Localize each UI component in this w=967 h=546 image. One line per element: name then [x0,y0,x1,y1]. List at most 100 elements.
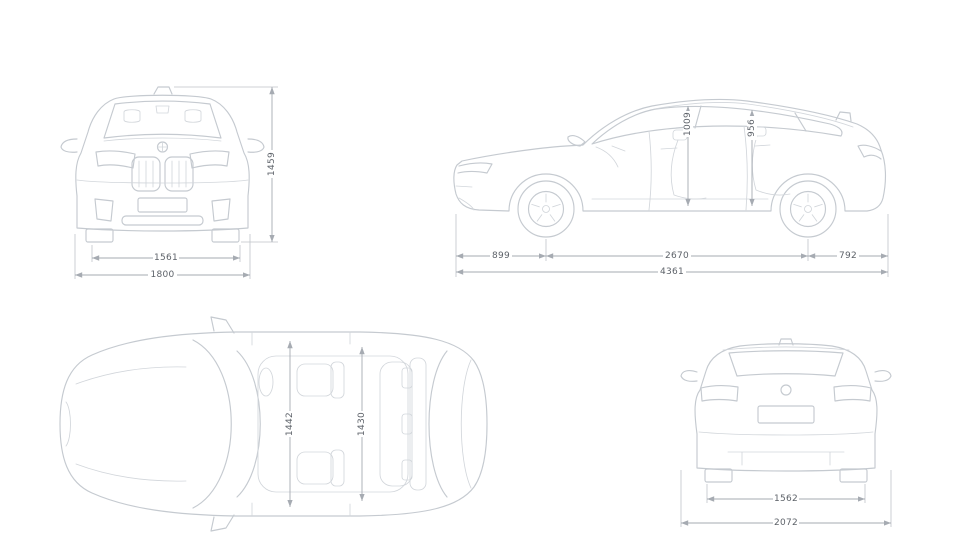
bmw-roundel-front-cross [157,141,168,153]
dim-front-height: 1459 [174,86,278,243]
rear-mirror-right [874,370,892,382]
front-bumper-crease [76,179,249,184]
dim-front-interior-width: 1442 [285,341,295,507]
roof-inner-line [653,102,854,128]
dim-label-rear-track: 1562 [774,494,798,504]
hood-contours [65,366,187,482]
dim-label-front-height: 1459 [267,152,277,176]
side-mirror [567,135,586,147]
front-bumper-detail [455,185,475,211]
windshield-base-arc [192,339,232,509]
rear-license-plate [757,405,815,424]
dim-label-front-overall-width: 1800 [150,270,174,280]
front-door-seam [648,130,652,211]
top-mirror-left [210,316,235,334]
taillight-right [833,385,872,402]
side-headlight [457,162,493,174]
side-view: 1009 956 899 2670 [453,98,889,277]
top-view: 1442 1430 [59,316,488,532]
dim-label-overall-length: 4361 [660,267,684,277]
dim-label-rear-headroom: 956 [747,119,757,137]
rear-wheel [779,180,837,238]
dim-rear-overall-width: 2072 [680,470,892,528]
dashboard-line [595,145,626,168]
front-license-area [137,197,188,213]
top-mirror-right [210,514,235,532]
door-seams-top [251,331,351,517]
front-body-outline [75,94,250,232]
dim-rear-overhang: 792 [808,251,888,261]
front-windshield [103,100,222,139]
dim-front-overhang: 899 [456,251,546,261]
roof-antenna-rear [778,338,794,346]
dim-label-front-overhang: 899 [492,251,510,261]
dim-front-headroom: 1009 [683,106,693,206]
taillight-left [700,385,739,402]
headlight-left [95,150,136,169]
headlight-right [189,150,230,169]
front-view: 1561 1800 1459 [60,86,278,280]
front-view-car [60,86,265,243]
rearview-mirror [155,105,170,114]
steering-wheel [258,367,274,397]
dim-label-rear-overhang: 792 [839,251,857,261]
dim-label-rear-interior-width: 1430 [357,412,367,436]
front-wheel [517,180,575,238]
rear-wheel-left [704,468,733,483]
front-seats-top [296,361,345,487]
dim-label-rear-overall-width: 2072 [774,518,798,528]
dim-front-track: 1561 [91,245,241,263]
dim-label-front-interior-width: 1442 [285,412,295,436]
side-view-car [453,98,887,238]
front-side-intake-right [211,198,231,222]
hood-crease-line [103,137,222,142]
interior-seats-side [595,126,791,200]
side-body-outline [453,98,887,212]
b-pillar [694,105,702,129]
kidney-grille-right [164,156,194,192]
rear-wheel-spokes [793,193,823,222]
roof-front-edge [236,350,261,498]
side-mirror-left [60,138,78,153]
kidney-grille-left [131,156,161,192]
rear-mirror-left [680,370,698,382]
dim-rear-track: 1562 [706,484,866,504]
front-wheel-right [211,228,240,243]
rear-window-arc [428,350,448,498]
panoramic-roof [257,355,409,493]
roof-spoiler-line [722,346,850,351]
top-view-car [59,316,488,532]
dim-rear-headroom: 956 [747,110,757,206]
dim-label-front-headroom: 1009 [683,112,693,136]
bmw-roundel-rear [780,384,792,396]
front-wheel-spokes [531,193,561,222]
rear-seat-top [379,357,427,491]
door-handles [660,144,771,150]
rear-hatch-edge [460,359,472,489]
side-taillight [857,144,882,160]
top-body-outline [59,331,488,517]
rear-bumper-crease [698,431,874,436]
dim-overall-length: 4361 [456,267,888,277]
front-lower-intake [121,215,204,226]
roof-antenna-side [835,111,852,122]
rear-body-outline [694,343,878,472]
roof-antenna-front [153,86,173,95]
dim-label-wheelbase: 2670 [665,251,689,261]
c-pillar [794,112,807,132]
headrests-through-glass [123,109,202,123]
rear-view-car [680,338,892,483]
side-dimensions-bottom: 899 2670 792 4361 [455,214,889,277]
dim-wheelbase: 2670 [546,251,808,261]
rear-door-seam [743,125,748,211]
side-mirror-right [247,138,265,153]
rear-window [728,350,844,377]
rear-view: 1562 2072 [680,338,892,528]
rear-wheel-right [839,468,868,483]
front-side-intake-left [94,198,114,222]
front-wheel-left [85,228,114,243]
side-window-outline [591,105,843,145]
dim-rear-interior-width: 1430 [357,347,367,501]
